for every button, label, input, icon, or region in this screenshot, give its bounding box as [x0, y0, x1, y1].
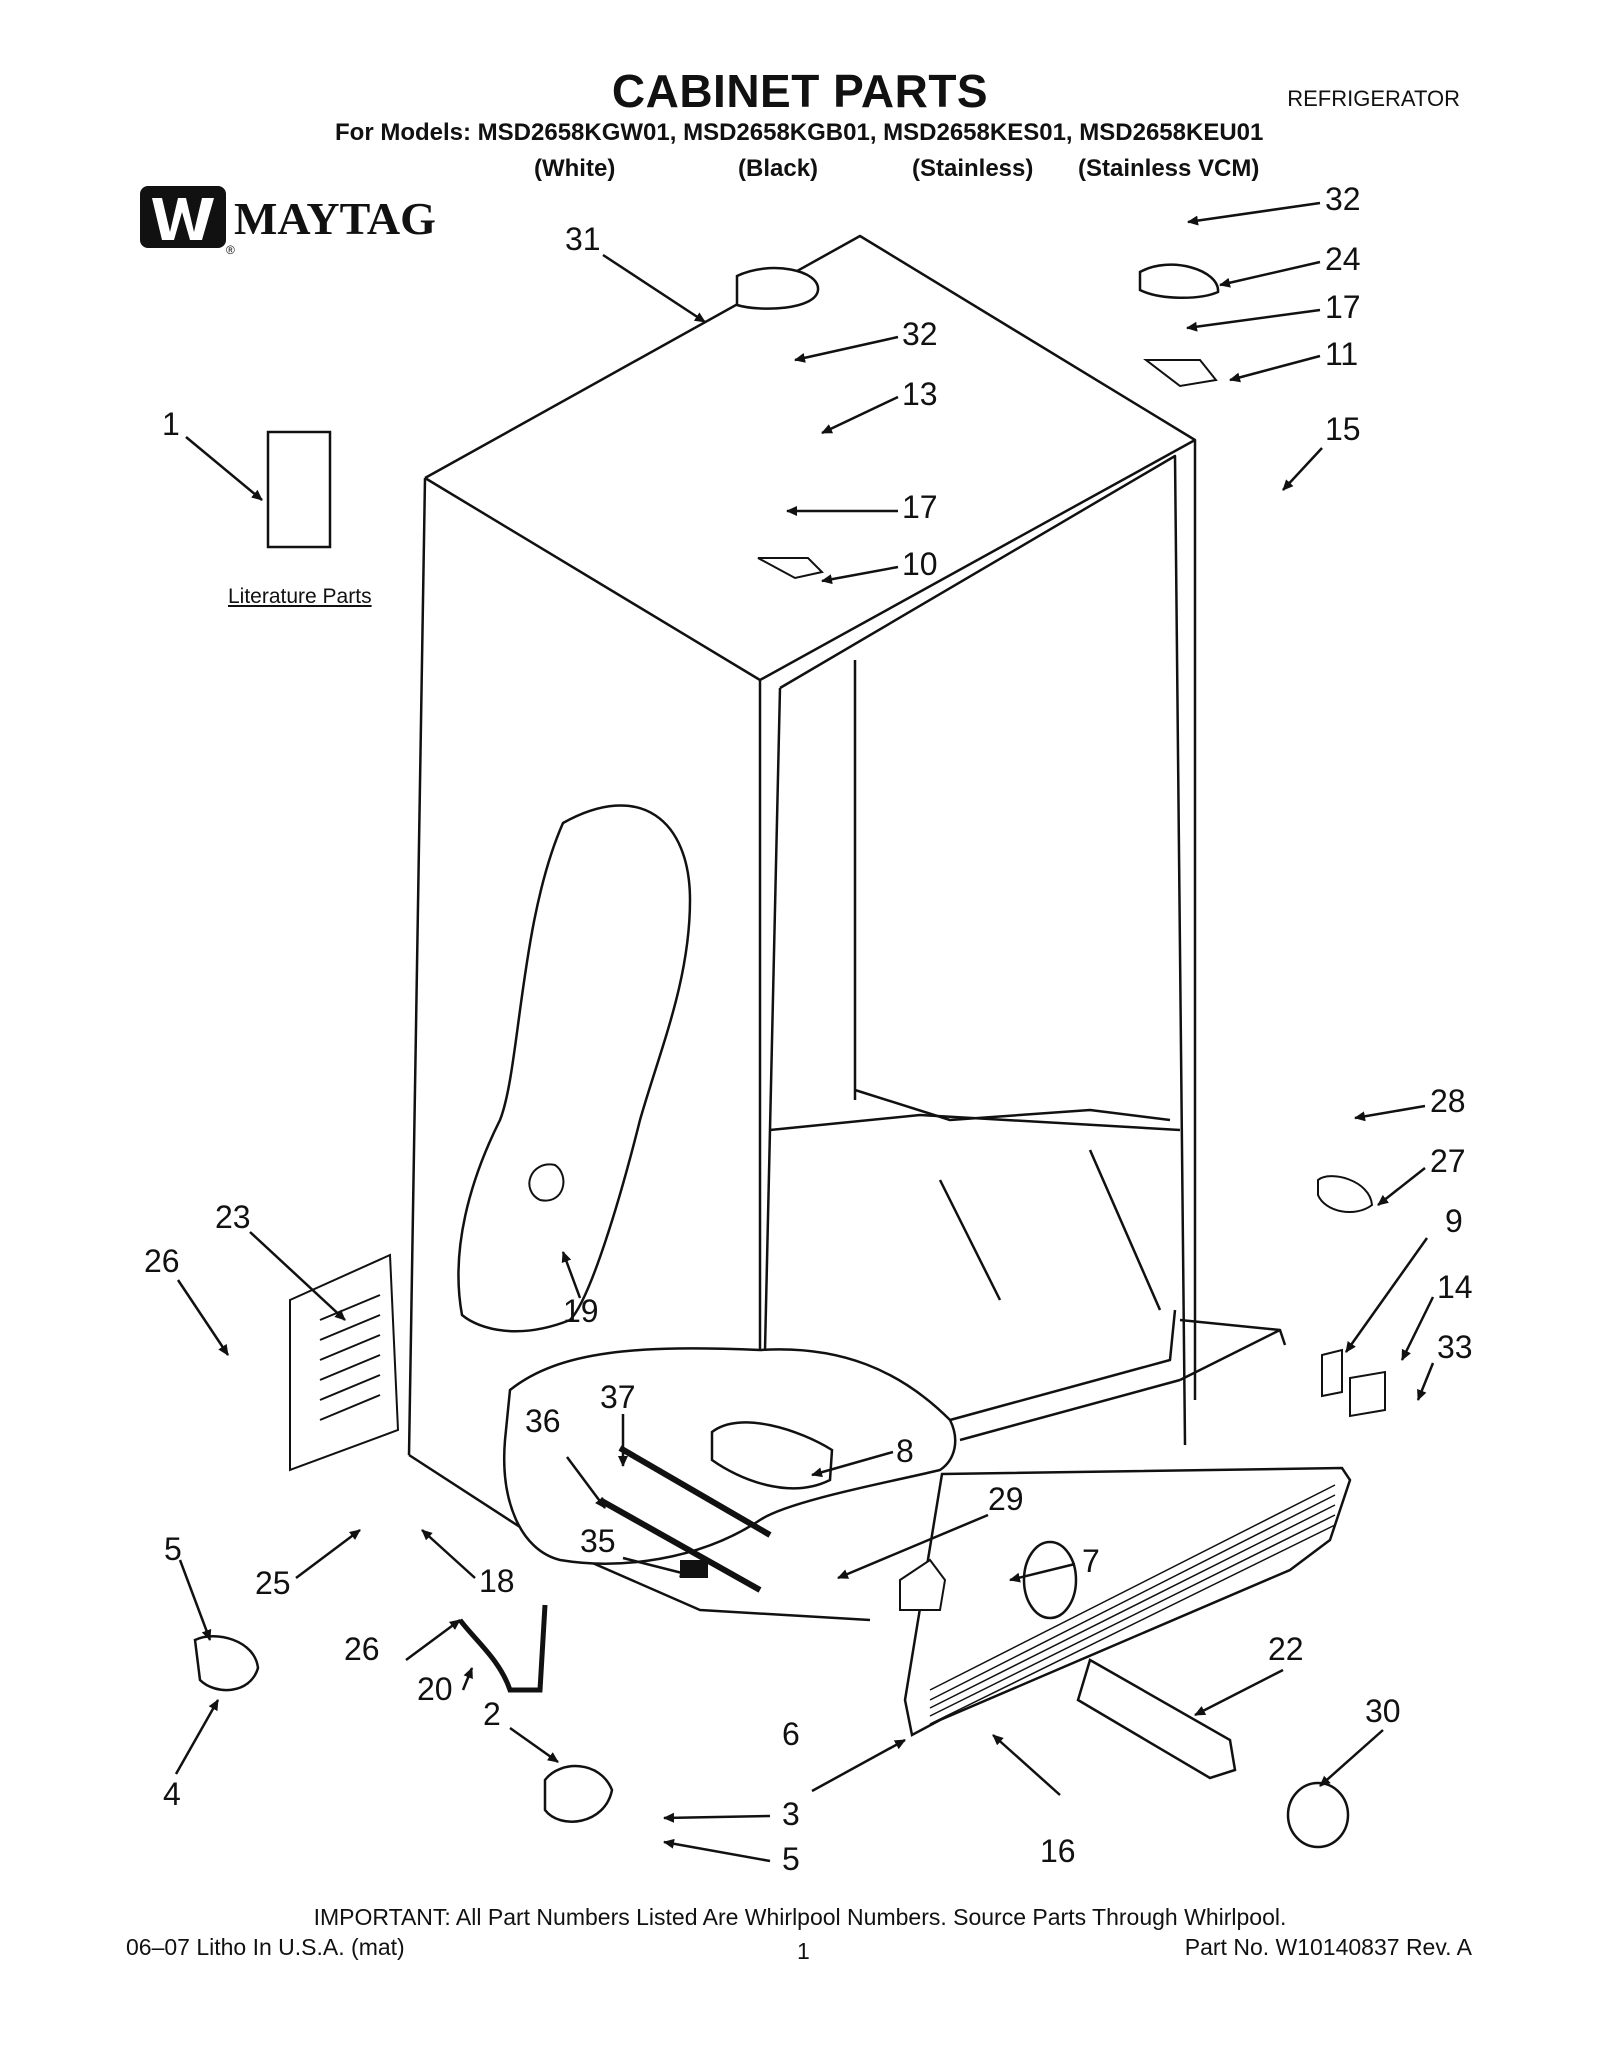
- logo-wordmark: MAYTAG: [234, 193, 436, 244]
- footer-litho: 06–07 Litho In U.S.A. (mat): [126, 1934, 405, 1960]
- cabinet-body: [407, 234, 1287, 1622]
- page-number: 1: [797, 1938, 810, 1964]
- hinge-cover-left: [735, 266, 820, 310]
- callout-8: 8: [896, 1433, 914, 1469]
- cutaway-upper: [457, 804, 692, 1333]
- front-roller-right: [543, 1764, 614, 1823]
- callout-leaders: [174, 201, 1435, 1863]
- variant-black: (Black): [738, 155, 819, 182]
- callout-labels: 32 24 17 11 15 31 32 13 1 17 10 28 27 9 …: [144, 181, 1473, 1877]
- drain-trap: [528, 1163, 565, 1202]
- callout-31: 31: [565, 221, 601, 257]
- filter-port: [1022, 1540, 1078, 1620]
- hinge-right: [1143, 359, 1218, 388]
- callout-27: 27: [1430, 1143, 1466, 1179]
- water-filter: [1076, 1658, 1237, 1780]
- appliance-category: REFRIGERATOR: [1287, 86, 1460, 111]
- rear-access-cover: [289, 1253, 400, 1472]
- callout-2: 2: [483, 1696, 501, 1732]
- callout-13: 13: [902, 376, 938, 412]
- hinge-left: [757, 557, 824, 580]
- callout-32-top-right: 32: [1325, 181, 1361, 217]
- callout-33: 33: [1437, 1329, 1473, 1365]
- models-line: For Models: MSD2658KGW01, MSD2658KGB01, …: [335, 119, 1264, 146]
- base-grille-ribs: [929, 1484, 1336, 1725]
- hinge-plate: [1321, 1348, 1343, 1398]
- callout-25: 25: [255, 1565, 291, 1601]
- callout-37: 37: [600, 1379, 636, 1415]
- variant-stainless-vcm: (Stainless VCM): [1078, 155, 1260, 182]
- literature-parts-booklet: [266, 430, 332, 549]
- registered-mark: ®: [226, 243, 235, 256]
- callout-5-left: 5: [164, 1531, 182, 1567]
- variant-white: (White): [534, 155, 616, 182]
- callout-9: 9: [1445, 1203, 1463, 1239]
- callout-26-lower: 26: [344, 1631, 380, 1667]
- callout-23: 23: [215, 1199, 251, 1235]
- maytag-logo: MAYTAG ®: [140, 186, 436, 256]
- callout-20: 20: [417, 1671, 453, 1707]
- tube-36: [598, 1497, 762, 1593]
- tube-37: [618, 1445, 772, 1538]
- callout-10: 10: [902, 546, 938, 582]
- literature-parts-label: Literature Parts: [228, 585, 372, 608]
- important-note: IMPORTANT: All Part Numbers Listed Are W…: [313, 1904, 1287, 1930]
- callout-28: 28: [1430, 1083, 1466, 1119]
- callout-22: 22: [1268, 1631, 1304, 1667]
- clip-35: [680, 1560, 708, 1578]
- callout-17-left: 17: [902, 489, 938, 525]
- cover-vents: [319, 1294, 381, 1421]
- hinge-pin-bracket: [1349, 1370, 1386, 1418]
- callout-5-right: 5: [782, 1841, 800, 1877]
- callout-26-upper: 26: [144, 1243, 180, 1279]
- clip-6: [899, 1558, 947, 1611]
- callout-4: 4: [163, 1776, 181, 1812]
- callout-11: 11: [1325, 336, 1358, 372]
- callout-32-left: 32: [902, 316, 938, 352]
- callout-29: 29: [988, 1481, 1024, 1517]
- filter-housing: [710, 1421, 834, 1490]
- callout-1: 1: [162, 406, 180, 442]
- variant-stainless: (Stainless): [912, 155, 1034, 182]
- callout-3: 3: [782, 1796, 800, 1832]
- footer-part-number: Part No. W10140837 Rev. A: [1184, 1934, 1472, 1960]
- callout-7: 7: [1082, 1543, 1100, 1579]
- callout-14: 14: [1437, 1269, 1473, 1305]
- hinge-cover-right: [1138, 263, 1220, 299]
- front-roller-left: [193, 1635, 260, 1692]
- callout-30: 30: [1365, 1693, 1401, 1729]
- callout-35: 35: [580, 1523, 616, 1559]
- callout-17-right: 17: [1325, 289, 1361, 325]
- filter-cap: [1286, 1781, 1350, 1849]
- callout-15: 15: [1325, 411, 1361, 447]
- base-grille: [903, 1466, 1352, 1737]
- callout-18: 18: [479, 1563, 515, 1599]
- callout-19: 19: [563, 1293, 599, 1329]
- page-title: CABINET PARTS: [611, 65, 989, 117]
- callout-6: 6: [782, 1716, 800, 1752]
- water-tube: [458, 1604, 548, 1693]
- callout-24: 24: [1325, 241, 1361, 277]
- lower-hinge-bracket: [1317, 1175, 1374, 1213]
- callout-36: 36: [525, 1403, 561, 1439]
- callout-16: 16: [1040, 1833, 1076, 1869]
